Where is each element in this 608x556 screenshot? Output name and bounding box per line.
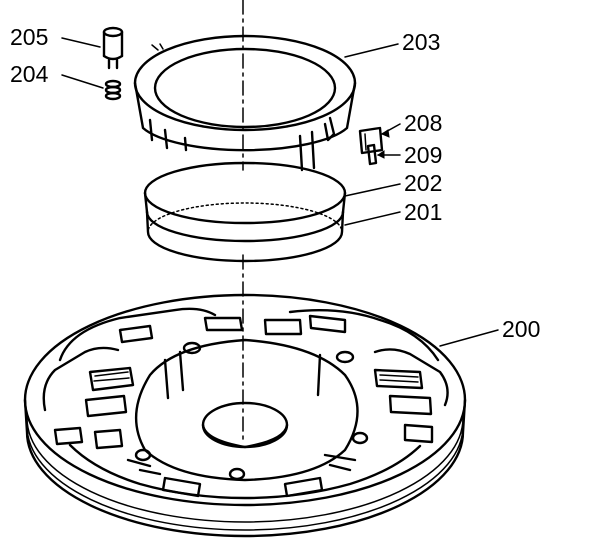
part-200-base-plate xyxy=(23,293,467,538)
callout-204: 204 xyxy=(10,61,49,87)
callout-202: 202 xyxy=(404,170,442,196)
leader-lines xyxy=(61,37,499,347)
callout-209: 209 xyxy=(404,142,442,168)
callout-200: 200 xyxy=(502,316,540,342)
callout-208: 208 xyxy=(404,110,442,136)
part-203-top-ring xyxy=(133,34,357,172)
callout-203: 203 xyxy=(402,29,440,55)
callout-205: 205 xyxy=(10,24,48,50)
part-208-clip xyxy=(358,126,384,155)
part-205-pin xyxy=(102,26,124,70)
part-209-clip xyxy=(366,143,378,166)
part-201-seal-ring xyxy=(145,202,345,263)
part-202-seal-ring xyxy=(143,161,347,225)
callout-201: 201 xyxy=(404,199,442,225)
part-204-spring xyxy=(104,79,122,101)
